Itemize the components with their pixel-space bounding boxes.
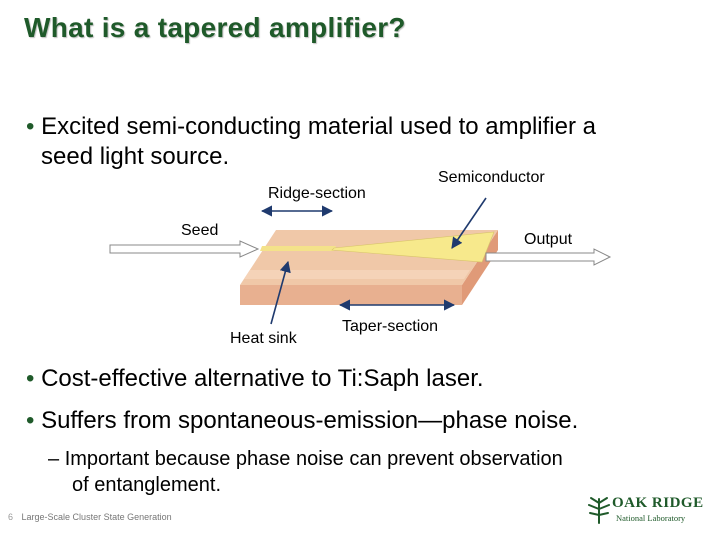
chip-side-face [462, 230, 498, 305]
output-label: Output [524, 231, 573, 248]
chip-top-band [244, 270, 470, 279]
seed-label: Seed [181, 222, 219, 239]
slide-title: What is a tapered amplifier? [24, 12, 406, 43]
logo-line1: OAK RIDGE [612, 495, 704, 511]
ridge-section-label: Ridge-section [268, 185, 366, 202]
semiconductor-arrow [451, 197, 487, 249]
bullet-1-line1: Excited semi-conducting material used to… [41, 113, 596, 140]
output-beam-arrow [485, 248, 612, 266]
oak-ridge-logo: OAK RIDGE National Laboratory [586, 494, 704, 526]
sub-bullet-line1: Important because phase noise can preven… [64, 448, 563, 470]
logo-line2: National Laboratory [616, 513, 686, 523]
chip-front-face [240, 285, 462, 305]
slide-footer: 6 Large-Scale Cluster State Generation [8, 512, 172, 522]
ridge-waveguide [260, 246, 336, 251]
page-number: 6 [8, 512, 14, 522]
bullet-2: • Cost-effective alternative to Ti:Saph … [26, 364, 484, 394]
bullet-1: • Excited semi-conducting material used … [26, 112, 596, 172]
semiconductor-label: Semiconductor [438, 169, 545, 186]
heat-sink-arrow [270, 260, 291, 325]
bullet-2-text: Cost-effective alternative to Ti:Saph la… [41, 365, 484, 392]
sub-bullet-line2: of entanglement. [72, 474, 221, 496]
bullet-3-text: Suffers from spontaneous-emission—phase … [41, 407, 579, 434]
seed-beam-arrow [109, 240, 260, 258]
leaf-icon [588, 497, 610, 524]
taper-section-label: Taper-section [342, 318, 439, 335]
heat-sink-label: Heat sink [230, 330, 297, 347]
bullet-dot: • [26, 365, 35, 392]
bullet-dot: • [26, 113, 35, 140]
bullet-3: • Suffers from spontaneous-emission—phas… [26, 406, 578, 436]
bullet-1-line2: seed light source. [41, 143, 230, 170]
sub-bullet-dash: – [48, 448, 60, 470]
footer-text: Large-Scale Cluster State Generation [21, 512, 172, 522]
sub-bullet: – Important because phase noise can prev… [48, 446, 563, 498]
bullet-dot: • [26, 407, 35, 434]
